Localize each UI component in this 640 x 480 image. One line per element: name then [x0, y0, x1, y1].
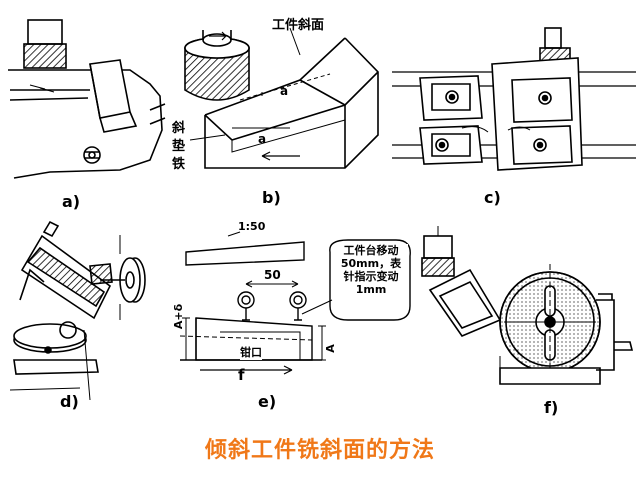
panel-b-label: b) — [262, 188, 281, 207]
distance-label: 50 — [264, 268, 281, 282]
angle-label-bottom: a — [258, 132, 267, 146]
indicator-callout: 工件台移动 50mm，表 针指示变动 1mm — [334, 244, 408, 296]
panel-a-drawing — [8, 19, 166, 179]
panel-f-label: f) — [544, 398, 559, 417]
angle-label-top: a — [280, 84, 289, 98]
panel-c-label: c) — [484, 188, 501, 207]
workpiece-surface-label: 工件斜面 — [272, 18, 325, 33]
panel-f-drawing — [421, 226, 634, 385]
vice-jaw-label: 钳口 — [240, 344, 262, 360]
panel-d-label: d) — [60, 392, 79, 411]
wedge-label: 斜 垫 铁 — [172, 121, 186, 172]
panel-b-drawing — [184, 27, 379, 169]
left-dimension-label: A+δ — [172, 303, 186, 330]
right-dimension-label: A — [323, 344, 337, 353]
panel-d-drawing — [9, 220, 146, 401]
feed-label: f — [238, 366, 245, 384]
panel-a-label: a) — [62, 192, 81, 211]
panel-e-label: e) — [258, 392, 277, 411]
taper-ratio-label: 1:50 — [238, 220, 266, 233]
panel-c-drawing — [392, 27, 636, 171]
figure-title: 倾斜工件铣斜面的方法 — [204, 438, 435, 463]
